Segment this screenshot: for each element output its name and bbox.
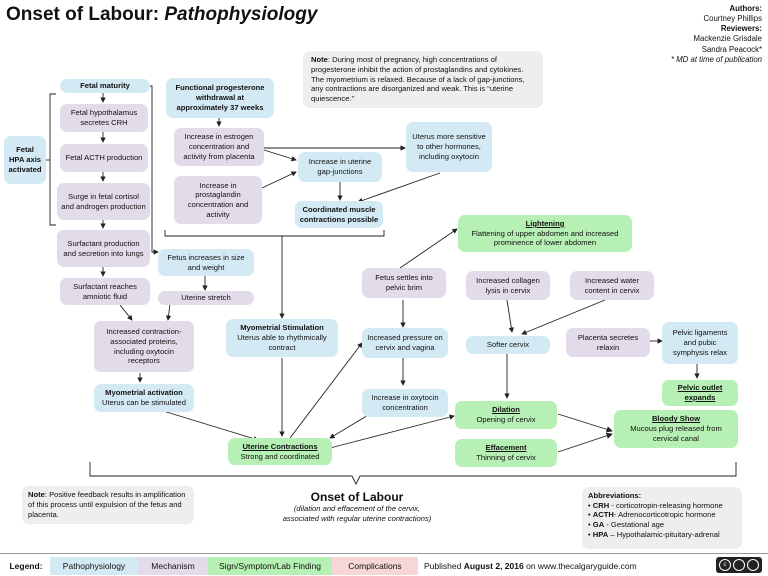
effacement-title: Effacement <box>485 443 527 453</box>
legend-complications: Complications <box>332 557 418 575</box>
bloody-text: Mucous plug released from cervical canal <box>630 424 722 443</box>
onset-subtitle: associated with regular uterine contract… <box>282 513 432 523</box>
node-effacement: Effacement Thinning of cervix <box>455 439 557 467</box>
note-label: Note <box>28 490 45 500</box>
node-surfactant: Surfactant production and secretion into… <box>57 230 150 267</box>
license-icon: c <box>716 557 762 573</box>
node-water: Increased water content in cervix <box>570 271 654 300</box>
node-acth: Fetal ACTH production <box>60 144 148 172</box>
bloody-title: Bloody Show <box>651 414 701 424</box>
legend-divider <box>0 553 768 554</box>
node-collagen: Increased collagen lysis in cervix <box>466 271 550 300</box>
abbr-item: • CRH - corticotropin-releasing hormone <box>588 500 723 510</box>
node-gap-junctions: Increase in uterine gap-junctions <box>298 152 382 182</box>
author-name: Courtney Phillips <box>703 14 762 24</box>
node-lightening: Lightening Flattening of upper abdomen a… <box>458 215 632 252</box>
node-pelvic-outlet: Pelvic outlet expands <box>662 380 738 406</box>
node-surfactant-fluid: Surfactant reaches amniotic fluid <box>60 278 150 305</box>
myo-activation-text: Uterus can be stimulated <box>102 398 186 407</box>
lightening-title: Lightening <box>525 218 565 228</box>
node-dilation: Dilation Opening of cervix <box>455 401 557 429</box>
node-fetus-settles: Fetus settles into pelvic brim <box>362 268 446 298</box>
abbr-title: Abbreviations: <box>588 491 642 500</box>
reviewer-name: Mackenzie Grisdale <box>693 34 762 44</box>
published-date: August 2, 2016 <box>463 561 524 571</box>
node-cortisol: Surge in fetal cortisol and androgen pro… <box>57 183 150 220</box>
node-pelvic-ligaments: Pelvic ligaments and pubic symphysis rel… <box>662 322 738 364</box>
legend-mechanism: Mechanism <box>138 557 208 575</box>
legend-sign: Sign/Symptom/Lab Finding <box>208 557 332 575</box>
node-pressure: Increased pressure on cervix and vagina <box>362 328 448 358</box>
title-italic: Pathophysiology <box>164 4 318 25</box>
myo-stim-title: Myometrial Stimulation <box>240 323 324 333</box>
node-softer-cervix: Softer cervix <box>466 336 550 354</box>
node-uterine-contractions: Uterine Contractions Strong and coordina… <box>228 438 332 465</box>
node-fetal-hpa: Fetal HPA axis activated <box>4 136 46 184</box>
node-fetus-size: Fetus increases in size and weight <box>158 249 254 276</box>
node-oxytocin-concentration: Increase in oxytocin concentration <box>362 389 448 417</box>
abbreviations-box: Abbreviations: • CRH - corticotropin-rel… <box>582 487 742 549</box>
abbr-item: • GA - Gestational age <box>588 520 665 530</box>
dilation-text: Opening of cervix <box>476 415 536 424</box>
node-contraction-proteins: Increased contraction-associated protein… <box>94 321 194 372</box>
node-prostaglandin: Increase in prostaglandin concentration … <box>174 176 262 224</box>
reviewer-name: Sandra Peacock* <box>701 44 762 54</box>
node-fetal-maturity: Fetal maturity <box>60 79 150 93</box>
note-text: : Positive feedback results in amplifica… <box>28 490 186 519</box>
dilation-title: Dilation <box>492 405 520 415</box>
node-myometrial-activation: Myometrial activation Uterus can be stim… <box>94 384 194 412</box>
onset-subtitle: (dilation and effacement of the cervix, <box>293 504 421 513</box>
myo-stim-text: Uterus able to rhythmically contract <box>237 333 327 352</box>
page-title: Onset of Labour: Pathophysiology <box>6 4 317 26</box>
node-coordinated: Coordinated muscle contractions possible <box>295 201 383 228</box>
note-text: : During most of pregnancy, high concent… <box>311 55 525 104</box>
effacement-text: Thinning of cervix <box>476 453 536 462</box>
uterine-contr-text: Strong and coordinated <box>240 451 320 461</box>
note-uterine-quiescence: Note: During most of pregnancy, high con… <box>303 51 543 108</box>
footnote: * MD at time of publication <box>670 54 762 64</box>
note-label: Note <box>311 55 328 65</box>
uterine-contr-title: Uterine Contractions <box>242 441 318 451</box>
node-oxytocin-sensitive: Uterus more sensitive to other hormones,… <box>406 122 492 172</box>
myo-activation-title: Myometrial activation <box>105 388 183 398</box>
abbr-item: • ACTH- Adrenocorticotropic hormone <box>588 510 716 520</box>
onset-of-labour: Onset of Labour (dilation and effacement… <box>262 490 452 524</box>
lightening-text: Flattening of upper abdomen and increase… <box>471 228 619 248</box>
node-myometrial-stimulation: Myometrial Stimulation Uterus able to rh… <box>226 319 338 357</box>
node-progesterone: Functional progesterone withdrawal at ap… <box>166 78 274 118</box>
reviewers-label: Reviewers: <box>720 24 762 34</box>
legend-label: Legend: <box>9 561 43 571</box>
note-positive-feedback: Note: Positive feedback results in ampli… <box>22 486 194 524</box>
node-relaxin: Placenta secretes relaxin <box>566 328 650 357</box>
node-uterine-stretch: Uterine stretch <box>158 291 254 305</box>
node-bloody-show: Bloody Show Mucous plug released from ce… <box>614 410 738 448</box>
node-hypothalamus: Fetal hypothalamus secretes CRH <box>60 104 148 132</box>
authors-block: Authors: Courtney Phillips Reviewers: Ma… <box>671 4 762 65</box>
abbr-item: • HPA – Hypothalamic-pituitary-adrenal <box>588 529 720 539</box>
legend-pathophysiology: Pathophysiology <box>50 557 138 575</box>
authors-label: Authors: <box>729 4 762 13</box>
published-line: Published August 2, 2016 on www.thecalga… <box>424 561 637 571</box>
title-main: Onset of Labour: <box>6 4 165 25</box>
node-estrogen: Increase in estrogen concentration and a… <box>174 128 264 166</box>
onset-title: Onset of Labour <box>310 490 404 504</box>
